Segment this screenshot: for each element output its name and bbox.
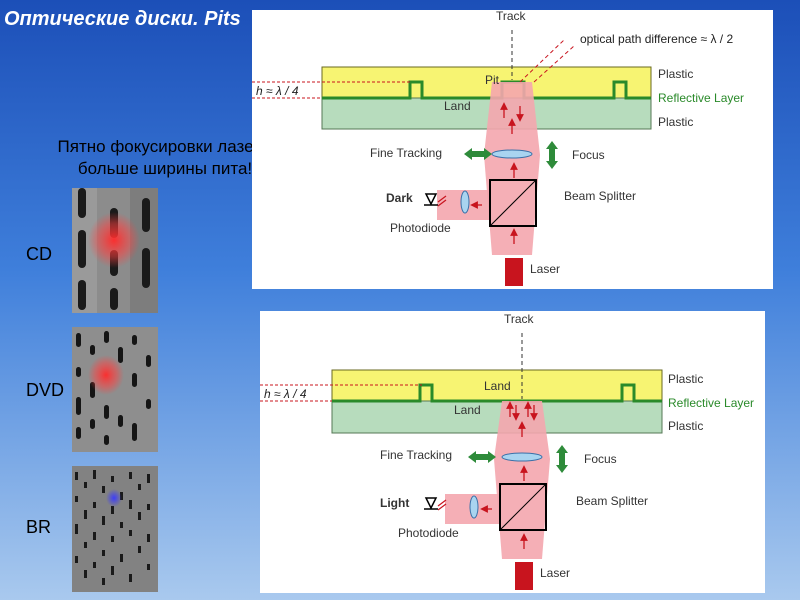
br-label: BR <box>26 517 52 537</box>
laser-beam <box>494 401 550 559</box>
plastic-bottom-label: Plastic <box>658 115 693 129</box>
laser-source <box>515 562 533 590</box>
laser-label: Laser <box>540 566 570 580</box>
fine-tracking-label: Fine Tracking <box>370 146 442 160</box>
dark-label: Dark <box>386 191 413 205</box>
track-label: Track <box>496 10 527 23</box>
reflective-layer-label: Reflective Layer <box>668 396 754 410</box>
h-label: h ≈ λ / 4 <box>256 84 299 98</box>
plastic-bottom-layer <box>331 400 663 434</box>
reflective-layer-label: Reflective Layer <box>658 91 744 105</box>
pit-reflection-diagram: Track optical path difference ≈ λ / 2 h … <box>252 10 773 289</box>
focus-label: Focus <box>572 148 605 162</box>
laser-source <box>505 258 523 286</box>
beam-splitter <box>489 179 537 227</box>
cd-label: CD <box>26 244 52 264</box>
beam-splitter <box>499 483 547 531</box>
land-top-label: Land <box>484 379 511 393</box>
objective-lens <box>501 452 543 462</box>
opd-label: optical path difference ≈ λ / 2 <box>580 32 733 46</box>
laser-beam <box>484 82 540 255</box>
cd-pits-micrograph <box>72 188 158 313</box>
land-label: Land <box>454 403 481 417</box>
beam-splitter-label: Beam Splitter <box>564 189 636 203</box>
focus-arrow <box>546 141 558 169</box>
land-label: Land <box>444 99 471 113</box>
fine-tracking-arrow <box>468 451 496 463</box>
h-label: h ≈ λ / 4 <box>264 387 307 401</box>
slide-title: Оптические диски. Pits <box>4 8 241 30</box>
plastic-bottom-layer <box>321 97 652 130</box>
focus-spot-note: Пятно фокусировки лазера больше ширины п… <box>57 137 273 178</box>
fine-tracking-arrow <box>464 148 492 160</box>
pit-label: Pit <box>485 73 500 87</box>
land-reflection-diagram: Track h ≈ λ / 4 Land Land Plastic Reflec… <box>260 311 765 593</box>
light-label: Light <box>380 496 409 510</box>
plastic-top-label: Plastic <box>668 372 703 386</box>
plastic-bottom-label: Plastic <box>668 419 703 433</box>
focus-label: Focus <box>584 452 617 466</box>
fine-tracking-label: Fine Tracking <box>380 448 452 462</box>
objective-lens <box>491 149 533 159</box>
focus-arrow <box>556 445 568 473</box>
dvd-pits-micrograph <box>72 327 158 452</box>
photodiode-label: Photodiode <box>390 221 451 235</box>
photodiode-label: Photodiode <box>398 526 459 540</box>
plastic-top-layer <box>321 66 652 101</box>
beam-splitter-label: Beam Splitter <box>576 494 648 508</box>
br-pits-micrograph <box>72 466 158 592</box>
track-label: Track <box>504 312 535 326</box>
dvd-label: DVD <box>26 380 65 400</box>
plastic-top-label: Plastic <box>658 67 693 81</box>
laser-label: Laser <box>530 262 560 276</box>
